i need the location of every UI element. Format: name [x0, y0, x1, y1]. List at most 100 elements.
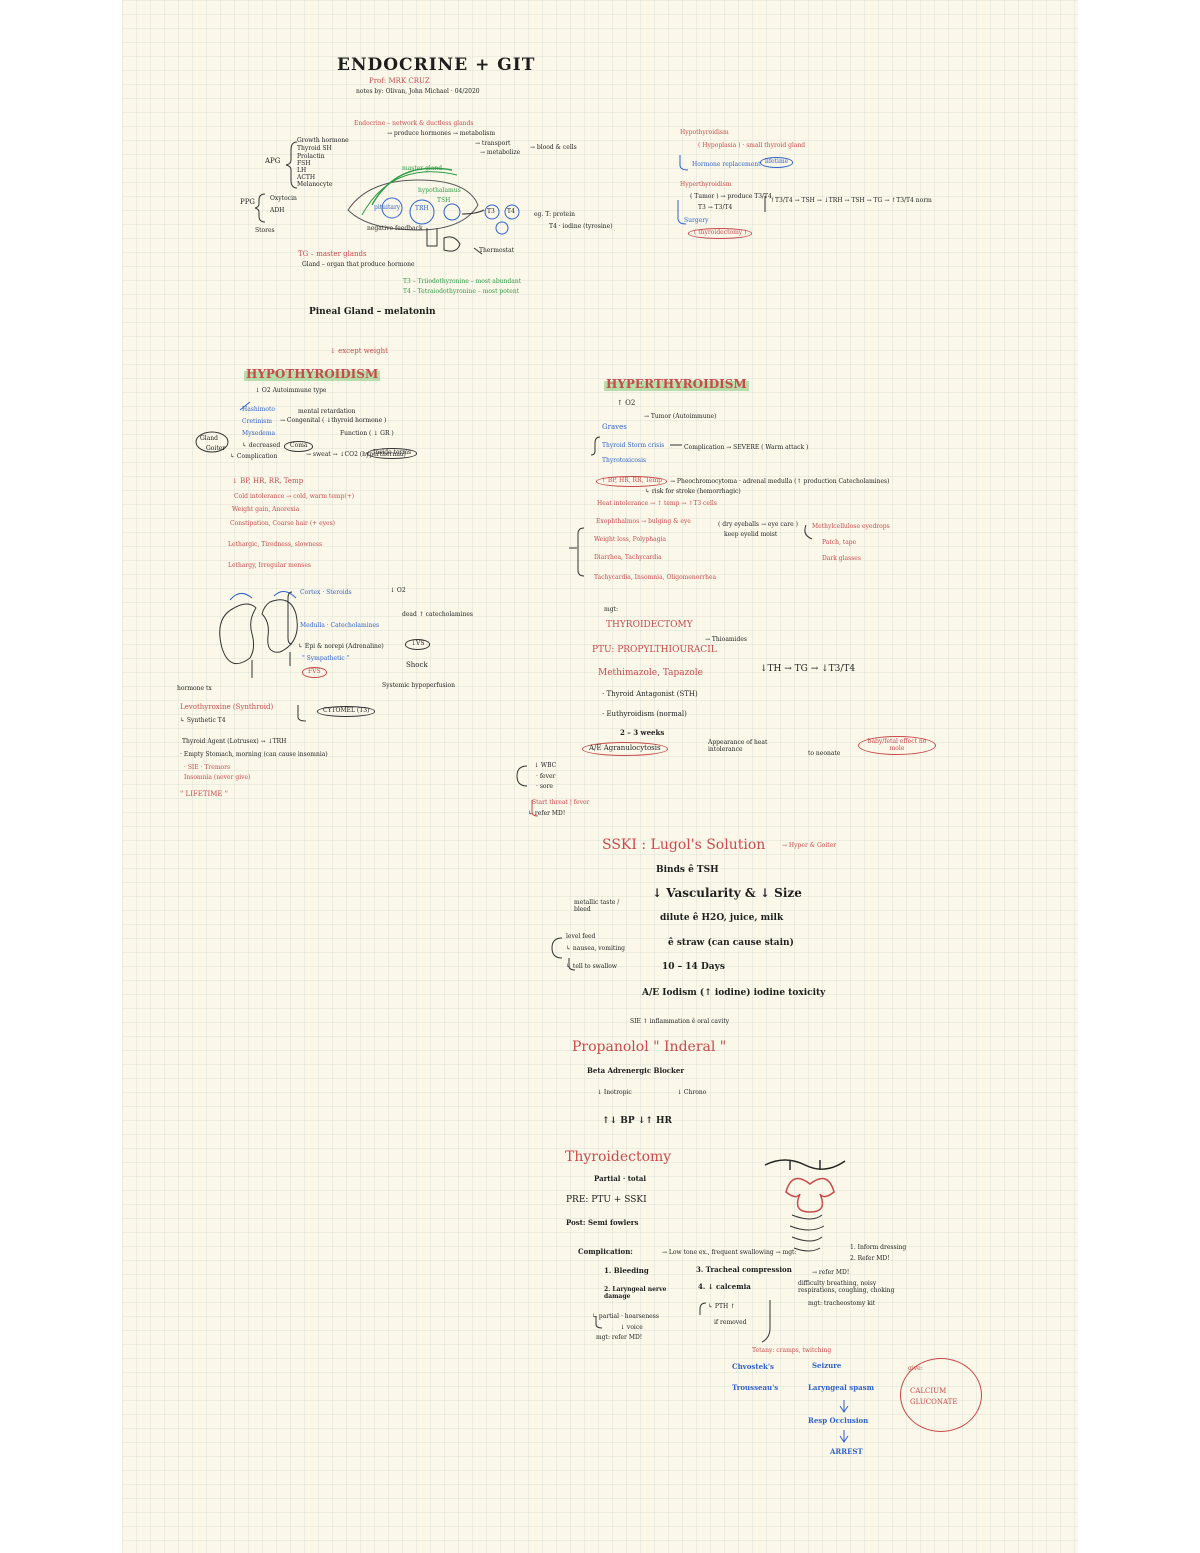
metabolize-line: → metabolize: [480, 150, 520, 157]
side-effect: · SIE · Tremors: [184, 765, 230, 772]
mgt-label: mgt:: [604, 607, 618, 614]
breathing-difficulty: difficulty breathing, noisy respirations…: [798, 1281, 902, 1294]
refer-md-2: mgt: refer MD!: [596, 1335, 642, 1342]
thioamides: → Thioamides: [705, 637, 747, 644]
seizure: Seizure: [812, 1362, 841, 1370]
except-weight: ↓ except weight: [330, 348, 388, 356]
t4-line: T4 · iodine (tyrosine): [549, 224, 613, 231]
thyroid-agent: Thyroid Agent (Lotrusex) → ↓TRH: [182, 739, 286, 746]
empty-stomach: · Empty Stomach, morning (can cause inso…: [180, 752, 328, 759]
calcium-gluconate: CALCIUM GLUCONATE: [910, 1386, 970, 1408]
bleeding: 1. Bleeding: [604, 1267, 649, 1275]
myxedema-note: Function ( ↓ GR ): [340, 431, 394, 438]
exophthalmos: Exophthalmos → bulging & eye: [596, 519, 691, 526]
agranulocytosis: A/E Agranulocytosis: [582, 742, 668, 756]
cretinism: Cretinism: [242, 419, 272, 426]
thyroidectomy-title: Thyroidectomy: [565, 1150, 671, 1165]
feedback-chain: ↑T3/T4 → TSH → ↓TRH → TSH → TG → ↑T3/T4 …: [770, 198, 932, 205]
eyelid-moist: keep eyelid moist: [724, 532, 777, 539]
partial-hoarseness: ↳ partial · hoarseness: [592, 1314, 659, 1321]
diagram-label: negative feedback: [367, 226, 423, 233]
apg-item: Thyroid SH: [297, 146, 332, 153]
pineal-gland: Pineal Gland – melatonin: [309, 308, 436, 318]
insomnia: Insomnia (never give): [184, 775, 250, 782]
bp-hr: ↑↓ BP ↓↑ HR: [602, 1117, 672, 1127]
systemic-hypoperfusion: Systemic hypoperfusion: [382, 683, 455, 690]
hypo-note-line: Surgery: [684, 218, 709, 225]
coma: Coma: [284, 441, 313, 452]
hashimoto: Hashimoto: [242, 407, 275, 414]
hormone-tx: hormone tx: [177, 686, 212, 693]
hyperthyroidism-title: HYPERTHYROIDISM: [604, 378, 749, 391]
tg-definition: TG – master glands: [298, 251, 367, 259]
chronotropic: ↓ Chrono: [677, 1090, 706, 1097]
t3-definition: T3 – Triiodothyronine – most abundant: [403, 279, 521, 286]
complication-label: Complication:: [578, 1248, 633, 1256]
refer-md: ↳ refer MD!: [528, 811, 565, 818]
eg-line: eg. T: protein: [534, 212, 575, 219]
dark-glasses: Dark glasses: [822, 556, 861, 563]
medulla: Medulla · Catecholamines: [300, 623, 379, 630]
cretinism-note: → Congenital ( ↓thyroid hormone ): [280, 418, 386, 425]
hyper-o2: ↑ O2: [617, 400, 635, 408]
eyedrops: Methylcellulose eyedrops: [812, 524, 890, 531]
tetany: Tetany: cramps, twitching: [752, 1348, 831, 1355]
post-op: Post: Semi fowlers: [566, 1219, 638, 1227]
notes-page: ENDOCRINE + GIT Prof: MRK CRUZ notes by:…: [122, 0, 1078, 1553]
laryngeal-spasm: Laryngeal spasm: [808, 1384, 874, 1392]
pheochromocytoma: → Pheochromocytoma · adrenal medulla (↑ …: [670, 479, 889, 486]
hypo-symptom: Cold intolerance → cold, warm temp(+): [234, 494, 354, 501]
hypo-symptom: Constipation, Coarse hair (+ eyes): [230, 521, 335, 528]
hypo-symptom: Lethargy, Irregular menses: [228, 563, 311, 570]
fvs: FVS: [302, 667, 327, 678]
methimazole: Methimazole, Tapazole: [598, 669, 703, 679]
myxedema-note2: ↳ decreased: [242, 443, 280, 450]
iodism: A/E Iodism (↑ iodine) iodine toxicity: [642, 989, 825, 999]
sski-title: SSKI : Lugol's Solution: [602, 838, 765, 853]
levothyroxine: Levothyroxine (Synthroid): [180, 704, 273, 712]
hypo-o2: ↓ O2 Autoimmune type: [255, 388, 326, 395]
sore: · sore: [536, 784, 553, 791]
vascularity: ↓ Vascularity & ↓ Size: [652, 887, 802, 900]
if-removed: if removed: [714, 1320, 747, 1327]
diagram-label: T4: [507, 209, 515, 216]
hypo-note-line: Hormone replacement: [692, 162, 761, 169]
thyroid-storm: Thyroid Storm crisis: [602, 443, 664, 450]
neonate: to neonate: [808, 751, 840, 758]
inflammation: SIE ↑ inflammation ê oral cavity: [630, 1019, 729, 1026]
hyper-symptoms: ↑ BP, HR, RR, Temp: [596, 476, 667, 487]
baby-effect: baby/fetal effect no mole: [858, 736, 936, 755]
sski-left-note: metallic taste / bleed: [574, 900, 630, 913]
epi-norepi: ↳ Epi & norepi (Adrenaline): [298, 644, 384, 651]
resp-occlusion: Resp Occlusion: [808, 1417, 868, 1425]
sski-left-note: level feed: [566, 934, 595, 941]
hypo-note-line: T3 → T3/T4: [698, 205, 732, 212]
tracheal-compression: 3. Tracheal compression: [696, 1266, 792, 1274]
hypocalcemia: 4. ↓ calcemia: [698, 1283, 751, 1291]
give-label: give:: [908, 1366, 923, 1373]
apg-item: Growth hormone: [297, 138, 349, 145]
thyrotoxicosis: Thyrotoxicosis: [602, 458, 646, 465]
vs-decrease: ↓VS: [405, 639, 430, 650]
appearance-heat: Appearance of heat intolerance: [708, 740, 788, 753]
thyroid-antagonist: · Thyroid Antagonist (STH): [602, 691, 698, 699]
heat-intolerance: Heat intolerance → ↑ temp → ↑T3 cells: [597, 501, 717, 508]
diagram-label: TSH: [437, 198, 450, 205]
endocrine-definition: Endocrine – network & ductless glands: [354, 121, 473, 128]
prof-line: Prof: MRK CRUZ: [369, 78, 430, 86]
dead-catecholamines: dead ↑ catecholamines: [402, 612, 473, 619]
myxedema: Myxedema: [242, 431, 275, 438]
inotropic: ↓ Inotropic: [597, 1090, 632, 1097]
hypo-symptom: ↓ BP, HR, RR, Temp: [232, 478, 303, 486]
notes-by-line: notes by: Olivan, John Michael · 04/2020: [356, 89, 480, 96]
sski-title-note: → Hyper & Goiter: [782, 843, 836, 850]
diagram-label: TRH: [415, 206, 429, 213]
refer-md-3: → refer MD!: [812, 1270, 849, 1277]
produce-line: → produce hormones → metabolism: [387, 131, 495, 138]
side-goiter: Goiter: [206, 446, 225, 453]
hypo-note-line: Hyperthyroidism: [680, 182, 731, 189]
hypo-symptom: Weight gain, Anorexia: [232, 507, 299, 514]
graves: Graves: [602, 424, 627, 432]
binds-tsh: Binds ê TSH: [656, 866, 719, 876]
fever: · fever: [536, 774, 555, 781]
